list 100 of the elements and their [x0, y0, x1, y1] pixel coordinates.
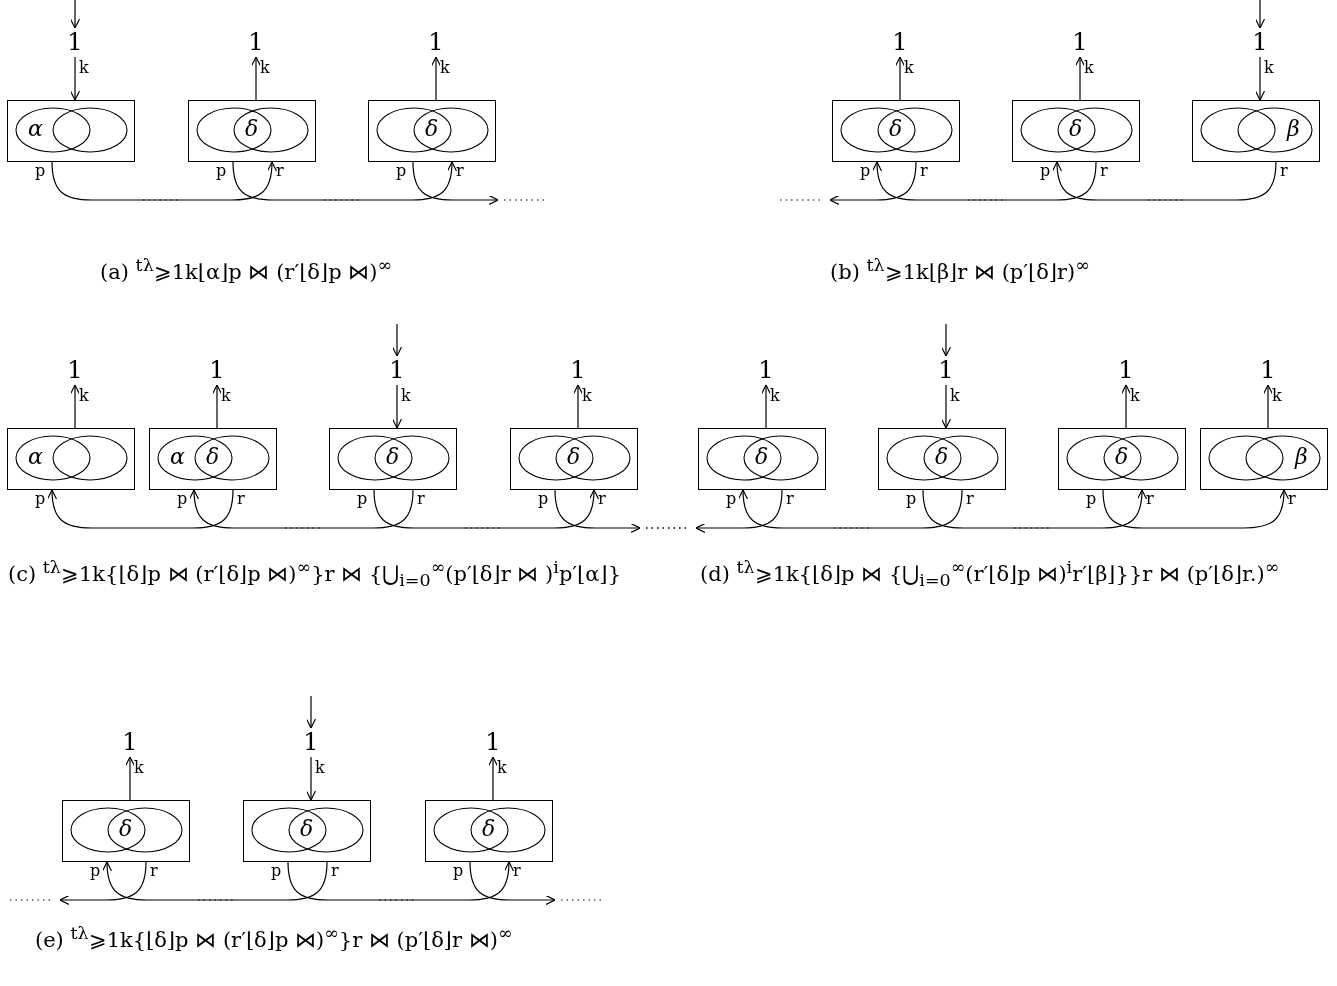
edge-label: k — [950, 388, 960, 404]
arrow — [124, 756, 136, 801]
port-label: r — [920, 163, 928, 179]
greek-letter: δ — [386, 445, 400, 469]
port-label: r — [456, 163, 464, 179]
state-box — [368, 100, 496, 162]
arrow — [760, 384, 772, 429]
curved-arrow — [695, 489, 783, 534]
port-label: p — [860, 163, 871, 179]
value-label: 1 — [1258, 358, 1278, 382]
port-label: r — [417, 491, 425, 507]
value-label: 1 — [568, 358, 588, 382]
greek-letter: δ — [935, 445, 949, 469]
port-label: p — [357, 491, 368, 507]
state-box — [188, 100, 316, 162]
state-box — [878, 428, 1006, 490]
edge-label: k — [497, 760, 507, 776]
greek-letter: δ — [889, 117, 903, 141]
curved-arrow — [373, 489, 599, 529]
value-label: 1 — [1116, 358, 1136, 382]
curved-arrow — [738, 489, 963, 529]
edge-label: k — [904, 60, 914, 76]
curved-arrow — [872, 161, 1097, 201]
port-label: r — [150, 863, 158, 879]
port-label: r — [276, 163, 284, 179]
curved-arrow — [922, 489, 1147, 529]
greek-letter: δ — [245, 117, 259, 141]
greek-letter: δ — [300, 817, 314, 841]
curved-arrow — [232, 161, 457, 201]
curved-arrow — [59, 861, 147, 906]
value-label: 1 — [301, 730, 321, 754]
state-box — [149, 428, 277, 490]
greek-letter: α — [28, 117, 43, 141]
edge-label: k — [1084, 60, 1094, 76]
value-label: 1 — [756, 358, 776, 382]
value-label: 1 — [246, 30, 266, 54]
port-label: p — [35, 491, 46, 507]
edge-label: k — [315, 760, 325, 776]
port-label: p — [90, 863, 101, 879]
formula-caption: (c) $^{tλ}$⩾1k{⌊δ⌋p ⋈ (r′⌊δ⌋p ⋈)$^{∞}$}r ⋈ {⋃$_{i=0}$$^{∞}$(p′⌊δ⌋r ⋈ )$^{i}$p′⌊α⌋} — [8, 556, 622, 593]
curved-arrow — [554, 489, 641, 534]
port-label: p — [726, 491, 737, 507]
edge-label: k — [134, 760, 144, 776]
arrow — [69, 56, 81, 101]
port-label: r — [513, 863, 521, 879]
edge-label: k — [1264, 60, 1274, 76]
curved-arrow — [829, 161, 917, 206]
arrow — [940, 384, 952, 429]
greek-letter: δ — [206, 445, 220, 469]
value-label: 1 — [65, 30, 85, 54]
arrow — [487, 756, 499, 801]
arrow — [391, 384, 403, 429]
greek-letter: δ — [482, 817, 496, 841]
arrow — [430, 56, 442, 101]
arrow — [1074, 56, 1086, 101]
port-label: r — [1100, 163, 1108, 179]
greek-letter: α — [170, 445, 185, 469]
arrow — [1254, 56, 1266, 101]
port-label: p — [216, 163, 227, 179]
edge-label: k — [1130, 388, 1140, 404]
curved-arrow — [1052, 161, 1277, 201]
greek-letter: δ — [425, 117, 439, 141]
curved-arrow — [287, 861, 514, 901]
arrow — [1262, 384, 1274, 429]
port-label: p — [538, 491, 549, 507]
arrow — [211, 384, 223, 429]
arrow — [940, 323, 952, 357]
port-label: p — [906, 491, 917, 507]
arrow — [572, 384, 584, 429]
state-box — [243, 800, 371, 862]
edge-label: k — [440, 60, 450, 76]
edge-label: k — [1272, 388, 1282, 404]
arrow — [894, 56, 906, 101]
formula-caption: (e) $^{tλ}$⩾1k{⌊δ⌋p ⋈ (r′⌊δ⌋p ⋈)$^{∞}$}r ⋈ (p′⌊δ⌋r ⋈)$^{∞}$ — [35, 922, 514, 954]
port-label: r — [598, 491, 606, 507]
port-label: p — [1040, 163, 1051, 179]
value-label: 1 — [483, 730, 503, 754]
arrow — [250, 56, 262, 101]
state-box — [7, 428, 135, 490]
curved-arrow — [47, 489, 234, 529]
greek-letter: δ — [755, 445, 769, 469]
port-label: r — [331, 863, 339, 879]
port-label: r — [1288, 491, 1296, 507]
arrow — [1254, 0, 1266, 29]
curved-arrow — [51, 161, 277, 201]
value-label: 1 — [1070, 30, 1090, 54]
arrow — [391, 323, 403, 357]
greek-letter: δ — [119, 817, 133, 841]
state-box — [329, 428, 457, 490]
state-box — [698, 428, 826, 490]
formula-caption: (d) $^{tλ}$⩾1k{⌊δ⌋p ⋈ {⋃$_{i=0}$$^{∞}$(r′⌊δ⌋p ⋈)$^{i}$r′⌊β⌋}}r ⋈ (p′⌊δ⌋r.)$^{∞}$ — [700, 556, 1281, 593]
curved-arrow — [412, 161, 499, 206]
port-label: p — [177, 491, 188, 507]
curved-arrow — [189, 489, 414, 529]
curved-arrow — [1102, 489, 1289, 529]
greek-letter: α — [28, 445, 43, 469]
port-label: p — [396, 163, 407, 179]
greek-letter: δ — [1115, 445, 1129, 469]
state-box — [1192, 100, 1320, 162]
state-box — [510, 428, 638, 490]
